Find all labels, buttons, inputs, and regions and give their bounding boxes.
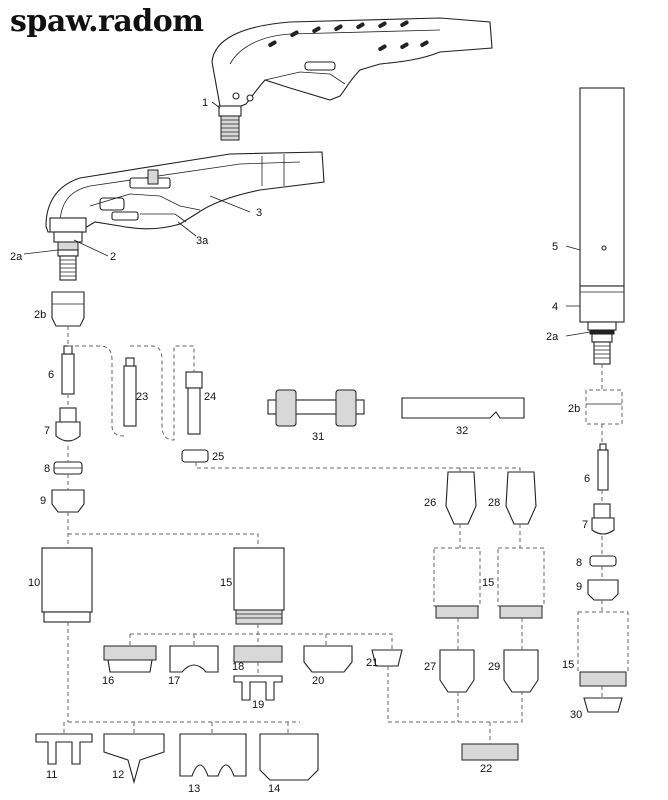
label-2b-left: 2b xyxy=(34,309,46,321)
label-31: 31 xyxy=(312,431,324,443)
part-30-cap xyxy=(583,697,623,713)
label-17: 17 xyxy=(168,675,180,687)
label-3a: 3a xyxy=(196,235,209,247)
part-17-shield xyxy=(169,645,219,673)
part-number-labels: 1 2 2a 2b 3 3a 4 5 2a 2b 6 7 8 9 10 11 1… xyxy=(10,97,590,795)
part-12-standoff xyxy=(103,733,165,785)
label-1: 1 xyxy=(202,97,208,109)
label-3: 3 xyxy=(256,207,262,219)
label-2a-right: 2a xyxy=(546,331,559,343)
leader-lines xyxy=(23,101,591,337)
part-32-wrench xyxy=(401,397,525,419)
part-15-right-cup xyxy=(577,611,629,687)
label-6-right: 6 xyxy=(584,473,590,485)
part-8-right-ring xyxy=(589,555,617,567)
part-6-left-electrode xyxy=(61,345,75,395)
part-7-right-swirl-ring xyxy=(591,503,615,535)
part-29-nozzle xyxy=(503,649,539,693)
part-24-long-swirl xyxy=(185,371,203,435)
part-20-cup xyxy=(303,645,353,673)
label-22: 22 xyxy=(480,763,492,775)
part-6-right-electrode xyxy=(597,443,609,491)
part-8-left-ring xyxy=(53,461,83,475)
label-15-right: 15 xyxy=(562,659,574,671)
label-8-right: 8 xyxy=(576,557,582,569)
label-30: 30 xyxy=(570,709,582,721)
label-23: 23 xyxy=(136,391,148,403)
label-20: 20 xyxy=(312,675,324,687)
part-25-ring xyxy=(181,449,209,463)
label-9-right: 9 xyxy=(576,581,582,593)
part-1-torch-handle xyxy=(211,17,493,141)
label-6-left: 6 xyxy=(48,369,54,381)
label-5: 5 xyxy=(552,241,558,253)
part-31-spanner-tool xyxy=(267,389,365,427)
part-26-nozzle xyxy=(445,471,477,525)
label-27: 27 xyxy=(424,661,436,673)
part-19-clip xyxy=(233,675,283,701)
label-7-right: 7 xyxy=(582,519,588,531)
label-29: 29 xyxy=(488,661,500,673)
label-28: 28 xyxy=(488,497,500,509)
label-9-left: 9 xyxy=(40,495,46,507)
label-15-mid: 15 xyxy=(482,577,494,589)
part-13-standoff-double xyxy=(179,733,247,777)
part-10-shield-cup xyxy=(41,547,93,623)
part-15-center-cup xyxy=(233,547,285,625)
label-26: 26 xyxy=(424,497,436,509)
part-28-nozzle xyxy=(505,471,537,525)
label-16: 16 xyxy=(102,675,114,687)
part-22-knurled-ring xyxy=(461,743,519,761)
label-10: 10 xyxy=(28,577,40,589)
connector-lines xyxy=(63,326,603,744)
label-18: 18 xyxy=(232,661,244,673)
part-11-clip xyxy=(35,733,93,765)
part-3-torch-handle-cutaway xyxy=(45,151,325,281)
label-21: 21 xyxy=(366,657,378,669)
label-14: 14 xyxy=(268,783,280,795)
label-11: 11 xyxy=(46,769,57,781)
label-4: 4 xyxy=(552,301,558,313)
part-23-long-electrode xyxy=(123,357,137,427)
part-9-right-tip xyxy=(587,579,619,601)
part-14-cup xyxy=(259,733,319,781)
label-2: 2 xyxy=(110,251,116,263)
part-7-left-swirl-ring xyxy=(55,407,81,442)
part-2b-right-sleeve xyxy=(585,389,623,425)
label-8-left: 8 xyxy=(44,463,50,475)
label-32: 32 xyxy=(456,425,468,437)
part-18-ring xyxy=(233,645,283,663)
part-27-nozzle xyxy=(439,649,475,693)
part-5-machine-torch-body xyxy=(579,87,625,287)
part-2b-left-sleeve xyxy=(51,291,85,327)
label-25: 25 xyxy=(212,451,224,463)
part-4-machine-torch-sleeve xyxy=(579,285,625,365)
label-2b-right: 2b xyxy=(568,403,580,415)
part-16-shield xyxy=(103,645,157,673)
label-7-left: 7 xyxy=(44,425,50,437)
label-13: 13 xyxy=(188,783,200,795)
label-15-center: 15 xyxy=(220,577,232,589)
label-2a-left: 2a xyxy=(10,251,23,263)
part-15-dashed-cups xyxy=(433,547,545,619)
label-24: 24 xyxy=(204,391,216,403)
label-12: 12 xyxy=(112,769,124,781)
part-21-deflector xyxy=(371,649,403,667)
part-9-left-tip xyxy=(51,489,85,513)
brand-logo-text: spaw.radom xyxy=(10,4,204,39)
label-19: 19 xyxy=(252,699,264,711)
